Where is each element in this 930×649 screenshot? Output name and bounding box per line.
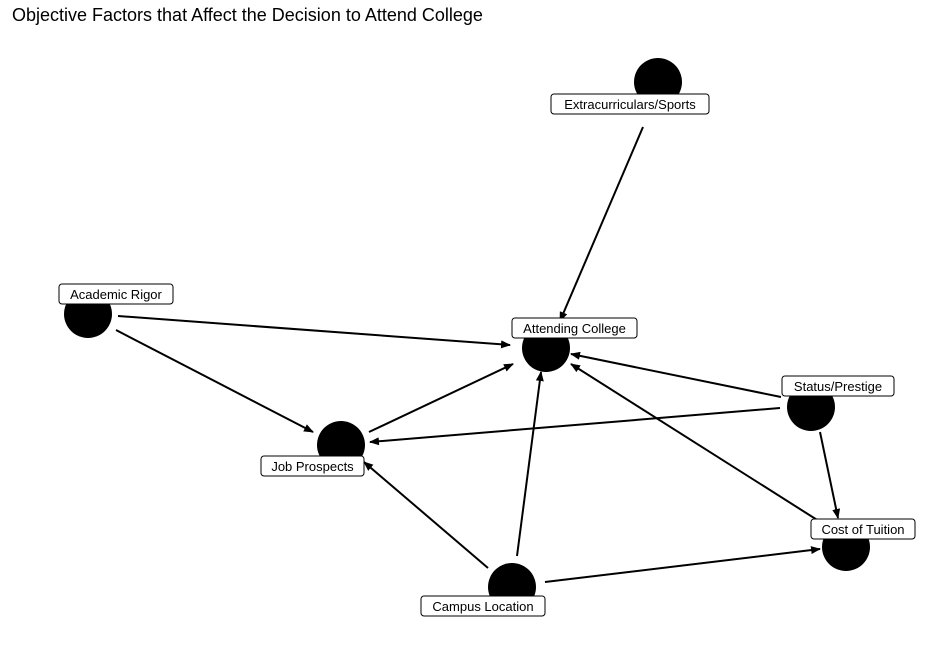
node-label-extracurriculars: Extracurriculars/Sports (550, 93, 710, 115)
node-label-text: Academic Rigor (70, 287, 162, 302)
node-label-box (58, 283, 174, 305)
node-label-box (550, 93, 710, 115)
edge-status-prestige-to-job-prospects (369, 407, 781, 446)
edge-cost-of-tuition-to-attending-college (570, 363, 823, 524)
node-label-box (420, 595, 546, 617)
edge-status-prestige-to-attending-college (570, 351, 782, 398)
node-label-academic-rigor: Academic Rigor (58, 283, 174, 305)
edge-academic-rigor-to-job-prospects (115, 329, 314, 433)
edges-layer (115, 126, 841, 583)
edge-campus-location-to-cost-of-tuition (544, 546, 821, 583)
node-label-cost-of-tuition: Cost of Tuition (810, 518, 916, 540)
node-label-text: Campus Location (432, 599, 533, 614)
node-label-text: Cost of Tuition (821, 522, 904, 537)
node-label-box (260, 455, 365, 477)
node-label-text: Status/Prestige (794, 379, 882, 394)
nodes-layer (64, 58, 870, 611)
node-label-box (810, 518, 916, 540)
node-label-attending-college: Attending College (511, 317, 638, 339)
edge-extracurriculars-to-attending-college (559, 126, 644, 322)
node-label-job-prospects: Job Prospects (260, 455, 365, 477)
node-label-text: Extracurriculars/Sports (564, 97, 696, 112)
node-label-text: Attending College (523, 321, 626, 336)
edge-campus-location-to-attending-college (516, 371, 544, 557)
edge-campus-location-to-job-prospects (363, 461, 489, 569)
node-label-box (511, 317, 638, 339)
edge-status-prestige-to-cost-of-tuition (819, 431, 841, 519)
node-label-status-prestige: Status/Prestige (781, 375, 895, 397)
node-label-text: Job Prospects (271, 459, 354, 474)
edge-job-prospects-to-attending-college (368, 363, 514, 433)
edge-academic-rigor-to-attending-college (117, 315, 511, 349)
node-label-box (781, 375, 895, 397)
diagram-title: Objective Factors that Affect the Decisi… (12, 5, 483, 25)
node-label-campus-location: Campus Location (420, 595, 546, 617)
